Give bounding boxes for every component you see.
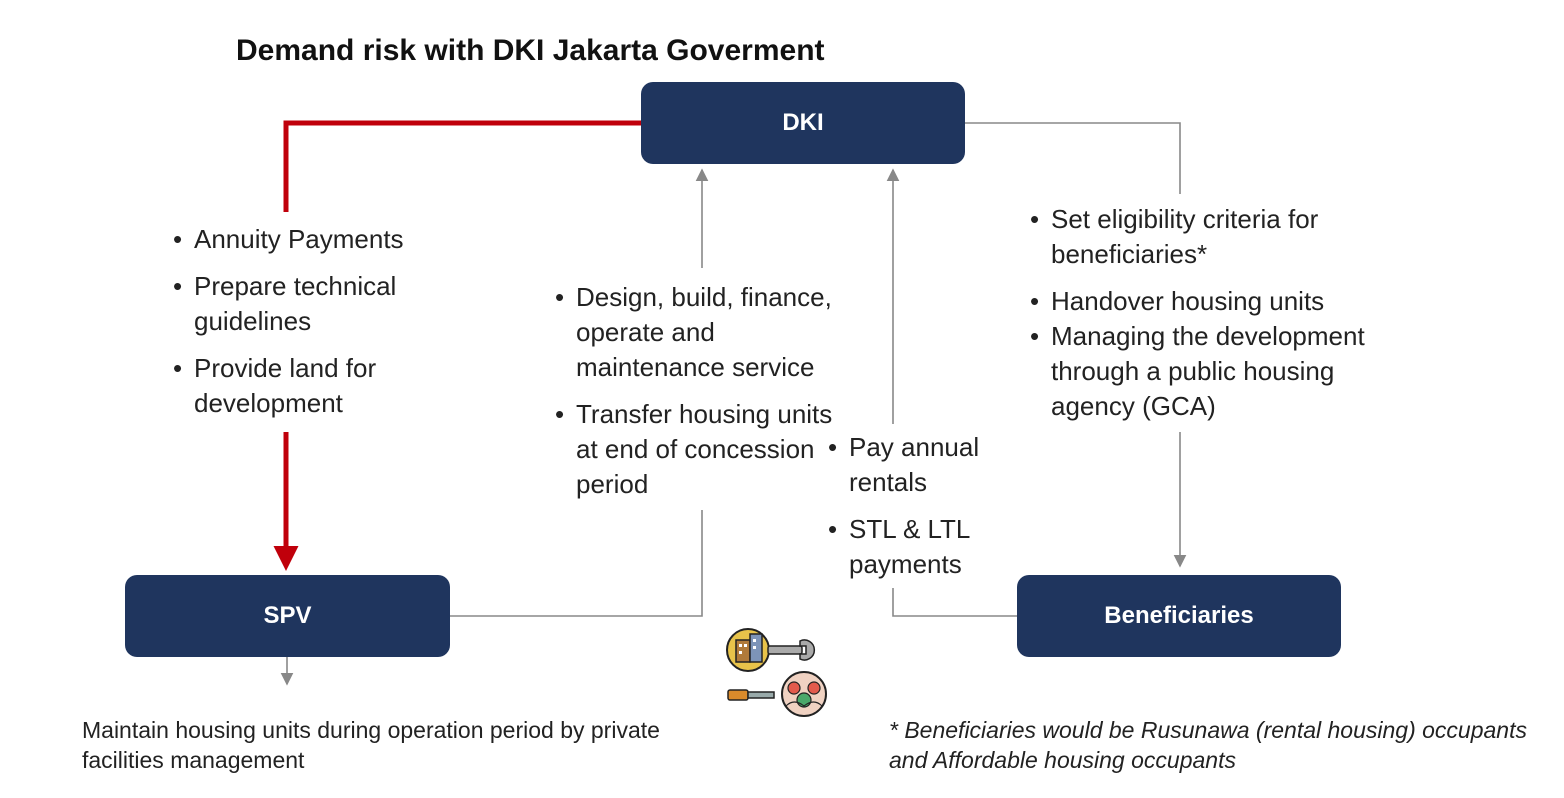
- people-screwdriver-icon: [727, 671, 827, 717]
- list-item: Managing the development through a publi…: [1030, 319, 1421, 424]
- beneficiaries-node: Beneficiaries: [1017, 575, 1341, 657]
- dki-to-ben-connector: [965, 122, 1181, 194]
- list-item: Design, build, finance, operate and main…: [555, 280, 855, 385]
- diagram-title: Demand risk with DKI Jakarta Goverment: [236, 34, 825, 67]
- dki-to-beneficiaries-list: Set eligibility criteria for beneficiari…: [1030, 202, 1430, 436]
- spv-node: SPV: [125, 575, 450, 657]
- dki-to-spv-list: Annuity Payments Prepare technical guide…: [173, 222, 463, 433]
- list-item: Provide land for development: [173, 351, 463, 421]
- dki-to-spv-connector: [283, 120, 641, 212]
- list-item: Prepare technical guidelines: [173, 269, 463, 339]
- dki-node: DKI: [641, 82, 965, 164]
- beneficiaries-to-dki-list: Pay annual rentals STL & LTL payments: [828, 430, 1003, 594]
- spv-to-dki-connector: [450, 510, 703, 617]
- list-item: Handover housing units: [1030, 284, 1430, 319]
- ben-to-dki-connector: [892, 588, 1017, 617]
- building-wrench-icon: [726, 628, 816, 672]
- maintenance-icon-group: [726, 628, 827, 717]
- spv-note: Maintain housing units during operation …: [82, 717, 660, 773]
- list-item: Set eligibility criteria for beneficiari…: [1030, 202, 1381, 272]
- spv-to-dki-list: Design, build, finance, operate and main…: [555, 280, 855, 514]
- list-item: Annuity Payments: [173, 222, 463, 257]
- list-item: STL & LTL payments: [828, 512, 1003, 582]
- list-item: Pay annual rentals: [828, 430, 1003, 500]
- list-item: Transfer housing units at end of concess…: [555, 397, 855, 502]
- footnote: * Beneficiaries would be Rusunawa (renta…: [889, 717, 1527, 773]
